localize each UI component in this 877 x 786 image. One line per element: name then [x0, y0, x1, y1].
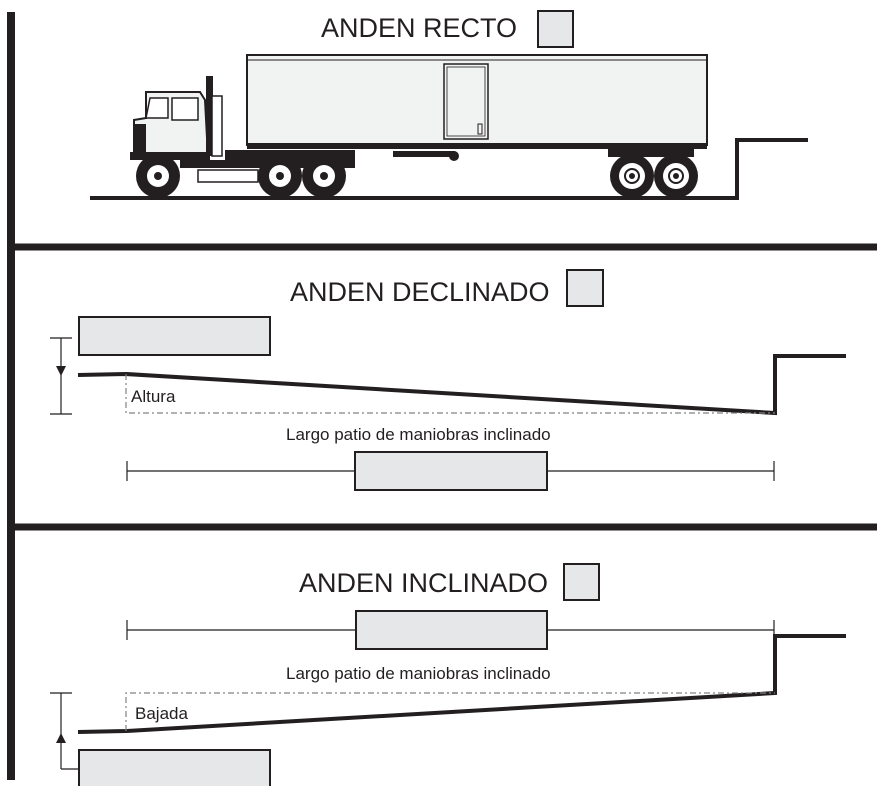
cab-bumper: [130, 152, 210, 160]
wheel: [302, 154, 346, 198]
wheel: [136, 154, 180, 198]
length-box-declinado: [354, 451, 548, 491]
fuel-tank: [197, 169, 259, 183]
truck-illustration: [130, 54, 708, 198]
trailer-block-declinado: [78, 316, 271, 356]
color-swatch-inclinado: [563, 563, 600, 601]
exhaust-stack: [206, 76, 213, 156]
section-title-declinado: ANDEN DECLINADO: [290, 277, 550, 307]
landing-gear-foot: [449, 151, 459, 161]
section-anden-recto: ANDEN RECTO: [90, 10, 808, 200]
ground-and-dock-recto: [90, 138, 808, 200]
section-anden-inclinado: ANDEN INCLINADO Largo patio de maniobras…: [50, 563, 846, 786]
wheel: [258, 154, 302, 198]
landing-gear-bar: [393, 151, 455, 157]
cab-side-window: [171, 97, 199, 121]
cab-grille: [134, 124, 146, 154]
wheel: [654, 154, 698, 198]
section-anden-declinado: ANDEN DECLINADO Altura Largo patio de ma…: [50, 269, 846, 491]
length-box-inclinado: [355, 610, 548, 650]
length-label-inclinado: Largo patio de maniobras inclinado: [286, 664, 551, 683]
section-title-inclinado: ANDEN INCLINADO: [299, 568, 548, 598]
trailer-side-door: [443, 63, 489, 140]
rear-suspension: [608, 149, 694, 157]
cab-windshield: [145, 97, 169, 119]
length-label-declinado: Largo patio de maniobras inclinado: [286, 425, 551, 444]
drop-label-bajada: Bajada: [135, 704, 188, 723]
section-title-recto: ANDEN RECTO: [321, 13, 517, 43]
arrow-up-icon: [56, 733, 66, 743]
trailer-block-inclinado: [78, 749, 271, 786]
wheel: [610, 154, 654, 198]
trailer-door-inner: [446, 66, 486, 137]
air-intake: [211, 95, 223, 157]
drop-reference-dashed: [125, 692, 775, 731]
door-handle: [477, 123, 483, 135]
inclined-ramp: [77, 634, 846, 734]
height-label-altura: Altura: [131, 387, 176, 406]
color-swatch-recto: [537, 10, 574, 48]
arrow-down-icon: [56, 366, 66, 376]
color-swatch-declinado: [566, 269, 604, 307]
trailer-underbeam: [247, 143, 707, 149]
frame: [7, 12, 877, 780]
height-reference-dashed: [125, 374, 775, 414]
declining-ramp: [77, 354, 846, 416]
fifth-wheel: [225, 150, 355, 160]
